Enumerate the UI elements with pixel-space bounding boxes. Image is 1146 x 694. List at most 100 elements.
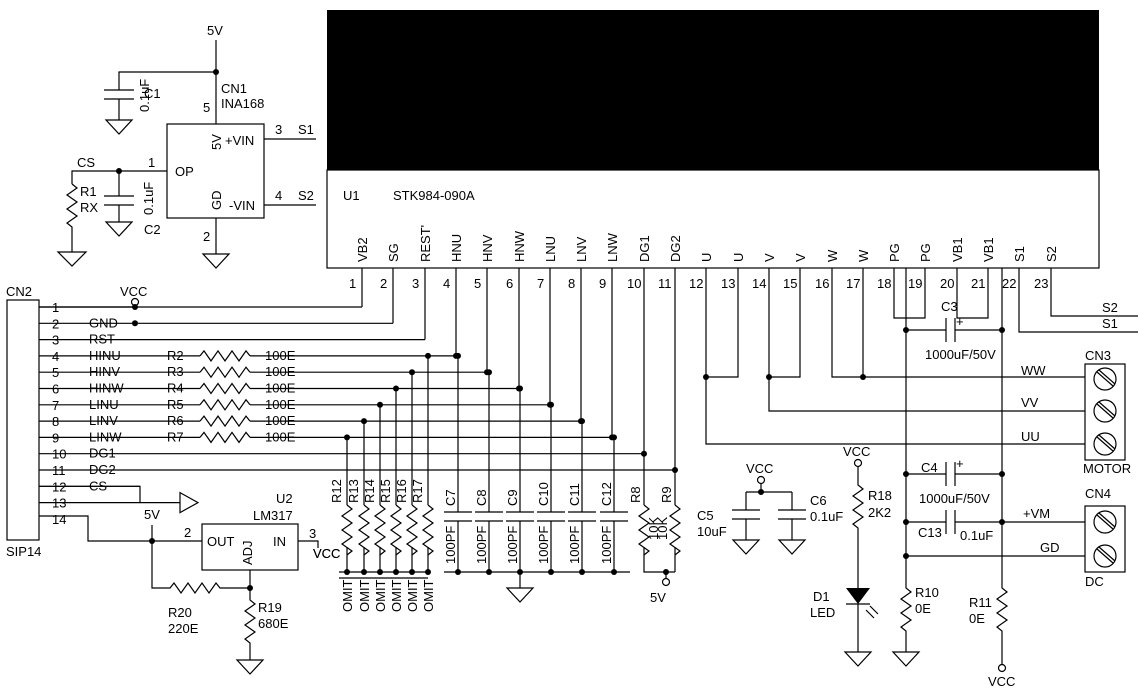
d1-value: LED [810,605,835,620]
junction [766,374,772,380]
u1-pin-number: 16 [815,276,829,291]
junction [132,320,138,327]
ina-5v-label: 5V [207,23,223,38]
c1-symbol [104,89,134,120]
r10-value: 0E [915,601,931,616]
net-uu: UU [1021,429,1040,444]
series-resistor-ref: R4 [167,381,184,396]
cn3-terminals [1093,367,1117,456]
pin-3: 3 [275,122,282,137]
gd-label: GD [209,191,224,211]
wire [706,290,739,378]
pullup-resistor-symbol [405,504,419,556]
u1-pin-number: 4 [443,276,450,291]
vin-plus: +VIN [225,133,254,148]
junction [548,569,554,575]
pullup-resistor-value: OMIT [373,579,388,612]
u1-pin-name: REST' [418,225,433,262]
u1-pin-number: 13 [721,276,735,291]
u1-ref: U1 [343,188,360,203]
u1-pin-name: DG1 [637,235,652,262]
filter-cap-ref: C8 [474,489,489,506]
u1-pins: VB21SG2REST'3HNU4HNV5HNW6LNU7LNV8LNW9DG1… [349,225,1059,291]
u1-pin-number: 3 [412,276,419,291]
c4-ref: C4 [921,460,938,475]
u1-routing [703,290,1138,445]
u1-pin-name: VB1 [950,237,965,262]
pullup-resistor-ref: R13 [346,479,361,503]
u2-pin2: 2 [184,525,191,540]
filter-cap-symbol [444,355,472,572]
cn3-label: MOTOR [1083,461,1131,476]
ground-symbol [235,659,265,675]
u1-pin-number: 5 [474,276,481,291]
filter-cap-ref: C12 [599,482,614,506]
series-resistor-ref: R7 [167,429,184,444]
junction [758,489,764,495]
u1-pin-name: LNW [605,232,620,262]
pullup-vcc: VCC [313,546,340,561]
net-vm: +VM [1023,506,1050,521]
net-ww: WW [1021,363,1046,378]
u1-pin-name: PG [887,243,902,262]
u1-pin-number: 19 [908,276,922,291]
pullup-resistor-value: OMIT [357,579,372,612]
series-resistor-ref: R5 [167,397,184,412]
c2-ref: C2 [144,222,161,237]
filter-cap-ref: C10 [536,482,551,506]
u1-pin-name: VB1 [981,237,996,262]
op-label: OP [175,164,194,179]
screw-slot-icon [1096,434,1116,452]
u1-pin-name: VB2 [355,237,370,262]
c5-ref: C5 [697,508,714,523]
c13-symbol [906,510,1002,534]
pullup-resistor-ref: R15 [378,479,393,503]
vcc-terminal [756,475,766,485]
r8-symbol [637,504,651,556]
net-cs: CS [77,155,95,170]
u1-pin-number: 22 [1002,276,1016,291]
u2-out: OUT [207,534,235,549]
vcc-label: VCC [120,284,147,299]
pin-4: 4 [275,188,282,203]
motor-connector: CN3 MOTOR WW VV UU [1021,348,1131,476]
r18-symbol [851,467,865,588]
series-resistor-ref: R3 [167,364,184,379]
series-resistor-symbol [199,398,251,411]
u1-pin-number: 20 [940,276,954,291]
pullup-resistor-ref: R17 [410,479,425,503]
u2-vcc: VCC [313,546,340,561]
vcc-terminal [853,458,863,468]
c3-value: 1000uF/50V [925,347,996,362]
wire [298,540,319,548]
pullup-resistor-value: OMIT [389,579,404,612]
filter-cap-value: 100PF [474,526,489,564]
u1-pin-number: 2 [380,276,387,291]
filter-cap-value: 100PF [505,526,520,564]
cn2-ref: CN2 [6,284,32,299]
net-s1-right: S1 [1102,316,1118,331]
d1-symbol [846,588,870,604]
u1-pin-number: 1 [349,276,356,291]
c2-symbol [104,195,134,222]
pullup-resistor-symbol [421,504,435,556]
r11-ref: R11 [969,595,992,610]
net-s2: S2 [298,188,314,203]
c4-value: 1000uF/50V [919,491,990,506]
ina-5v-pin: 5V [209,134,224,150]
net-s1: S1 [298,122,314,137]
u1-pin-number: 15 [783,276,797,291]
c3-plus: + [956,314,964,329]
u2-adj: ADJ [240,540,255,565]
cn1-ref: CN1 [221,81,247,96]
c13-value: 0.1uF [960,528,993,543]
filter-cap-ref: C11 [567,483,582,506]
u1-pin-number: 11 [658,276,672,291]
c3-ref: C3 [941,299,958,314]
filter-cap-symbol [600,437,628,572]
filter-cap-symbol [506,388,534,572]
series-resistor-symbol [199,366,251,379]
r9-symbol [668,504,682,556]
junction [579,569,585,575]
